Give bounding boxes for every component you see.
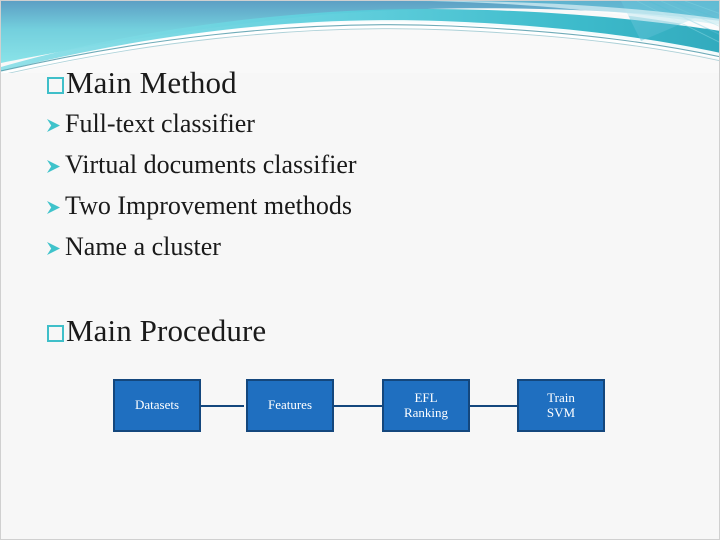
list-item-label: Full-text classifier xyxy=(65,109,255,138)
list-item-label: Name a cluster xyxy=(65,232,221,261)
list-item: Name a cluster xyxy=(45,234,221,260)
flow-box-label-line1: Features xyxy=(267,397,313,413)
section-heading-label: Main Procedure xyxy=(66,313,267,348)
arrow-bullet-icon xyxy=(45,240,62,257)
list-item: Two Improvement methods xyxy=(45,193,352,219)
flow-box-label-line2: SVM xyxy=(546,404,576,420)
list-item: Virtual documents classifier xyxy=(45,152,357,178)
flow-connector xyxy=(469,405,518,407)
flow-box-label-line1: Datasets xyxy=(134,397,180,413)
list-item-label: Virtual documents classifier xyxy=(65,150,357,179)
section-heading-main-procedure: Main Procedure xyxy=(47,315,266,346)
flow-box-efl-ranking[interactable]: EFL Ranking xyxy=(382,379,470,432)
section-heading-main-method: Main Method xyxy=(47,67,237,98)
arrow-bullet-icon xyxy=(45,158,62,175)
arrow-bullet-icon xyxy=(45,117,62,134)
flow-box-label-line1: Train xyxy=(547,389,575,405)
open-square-bullet-icon xyxy=(47,77,64,94)
open-square-bullet-icon xyxy=(47,325,64,342)
header-wave-decoration xyxy=(1,1,719,73)
list-item: Full-text classifier xyxy=(45,111,255,137)
flow-connector xyxy=(200,405,244,407)
flow-box-label-line1: EFL xyxy=(414,389,438,405)
flow-box-train-svm[interactable]: Train SVM xyxy=(517,379,605,432)
flow-box-label-line2: Ranking xyxy=(403,404,449,420)
flow-connector xyxy=(333,405,383,407)
arrow-bullet-icon xyxy=(45,199,62,216)
flow-box-datasets[interactable]: Datasets xyxy=(113,379,201,432)
list-item-label: Two Improvement methods xyxy=(65,191,353,220)
section-heading-label: Main Method xyxy=(66,65,237,100)
flow-box-features[interactable]: Features xyxy=(246,379,334,432)
